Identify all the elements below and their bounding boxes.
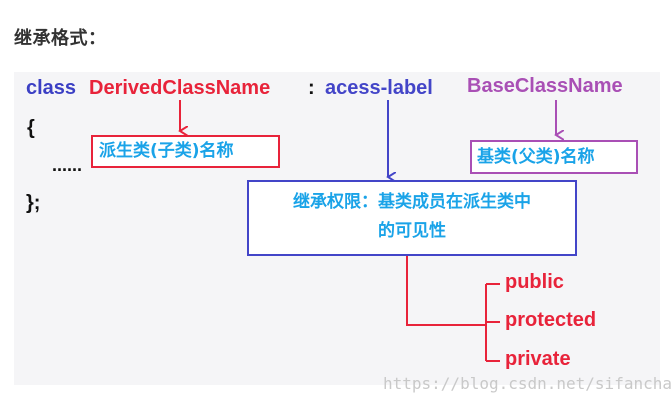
options-connector [406,256,486,326]
base-annotation-box: 基类(父类)名称 [470,140,638,174]
access-option-private: private [505,348,571,370]
base-class-name: BaseClassName [467,75,623,97]
access-annotation-line1: 继承权限：基类成员在派生类中 [293,192,531,212]
body-ellipsis: ...... [52,155,83,175]
derived-class-name: DerivedClassName [89,77,271,99]
class-keyword: class [26,77,77,99]
inheritance-colon: : [308,77,315,99]
base-annotation-text: 基类(父类)名称 [477,147,595,167]
section-heading: 继承格式： [14,28,107,49]
access-label: acess-label [325,77,433,99]
access-option-public: public [505,271,564,293]
close-brace: }; [26,192,41,214]
derived-annotation-box: 派生类(子类)名称 [91,135,280,168]
watermark: https://blog.csdn.net/sifanchao [383,374,672,393]
access-annotation-line2: 的可见性 [378,221,446,241]
access-option-protected: protected [505,309,597,331]
open-brace: { [27,117,35,139]
access-annotation-box: 继承权限：基类成员在派生类中 的可见性 [247,180,577,256]
derived-annotation-text: 派生类(子类)名称 [99,141,234,161]
